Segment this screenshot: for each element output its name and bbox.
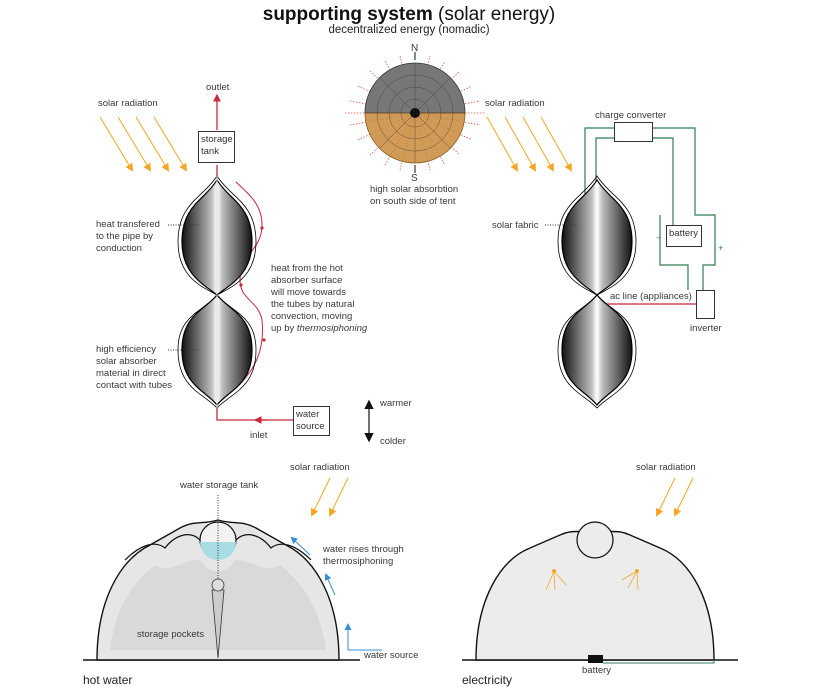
solar-circuit [584,127,716,290]
solar-rays-bottom-left [311,477,349,517]
water-source-label-bottom: water source [364,650,419,661]
south-label: S [411,173,418,184]
solar-fabric-label: solar fabric [492,220,539,231]
page-subtitle: decentralized energy (nomadic) [328,24,490,36]
ac-line-label: ac line (appliances) [610,291,692,302]
inlet-label: inlet [250,430,268,441]
hot-water-tent [83,495,360,661]
battery-box: battery [666,225,702,247]
solar-ray [153,116,188,172]
solar-radiation-label-right: solar radiation [485,98,545,109]
solar-radiation-label-bottom-left: solar radiation [290,462,350,473]
inverter-label: inverter [690,323,722,334]
page-title: supporting system (solar energy) [262,4,556,25]
storage-tank-box: storage tank [198,131,235,163]
solar-radiation-label: solar radiation [98,98,158,109]
water-flow-arrows [290,536,382,651]
solar-rays-bottom-right [656,477,694,517]
charge-converter-label: charge converter [595,110,667,121]
solar-absorber-tube [177,175,257,409]
warmer-label: warmer [380,398,412,409]
compass-dome [345,52,485,173]
solar-rays-right [486,116,572,172]
leader-lines-left [168,224,200,351]
battery-minus: − [656,233,662,244]
convection-arrowheads [239,226,266,342]
solar-rays-left [99,116,188,172]
inverter-box [696,290,715,319]
solar-fabric-tube [557,175,637,409]
outlet-label: outlet [206,82,230,93]
north-label: N [411,43,419,54]
electricity-tent [462,521,738,664]
battery-plus: + [718,243,724,254]
water-source-box: water source [293,406,330,436]
solar-radiation-label-bottom-right: solar radiation [636,462,696,473]
electricity-caption: electricity [462,673,513,687]
solar-ray [99,116,134,172]
battery-label-bottom: battery [582,665,612,676]
hot-water-caption: hot water [83,673,133,687]
charge-converter-box [614,122,653,142]
storage-pockets-label: storage pockets [137,629,205,640]
colder-label: colder [380,436,406,447]
solar-ray [135,116,170,172]
solar-ray [117,116,152,172]
water-storage-tank-label: water storage tank [180,480,259,491]
